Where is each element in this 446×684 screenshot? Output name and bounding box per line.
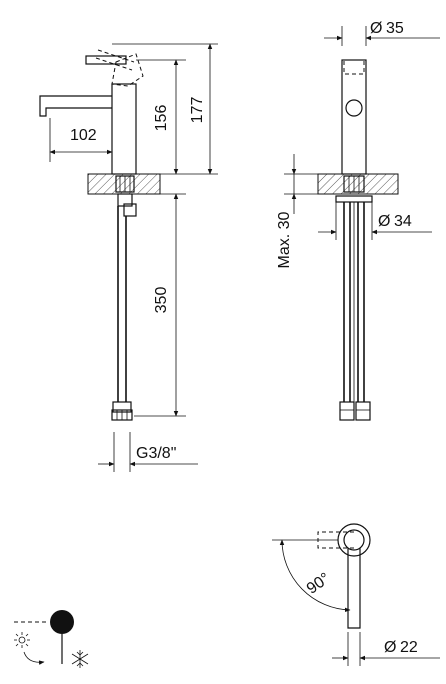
hot-cold-indicator bbox=[14, 610, 89, 668]
label-spout-reach: 102 bbox=[70, 127, 97, 144]
snowflake-icon bbox=[71, 650, 89, 668]
label-max-thickness: Max. 30 bbox=[276, 211, 293, 268]
countertop-side bbox=[317, 173, 399, 195]
rotation-arc bbox=[279, 539, 351, 613]
dimension-diameter-top: Ø 35 bbox=[324, 20, 440, 46]
tap-body-side bbox=[341, 59, 367, 175]
supply-hoses-side bbox=[339, 202, 371, 421]
dimension-total-height: 177 bbox=[112, 43, 218, 175]
label-total-height: 177 bbox=[189, 97, 206, 124]
knob-icon bbox=[50, 610, 74, 634]
lever-handle bbox=[85, 49, 144, 87]
dimension-thread: G3/8" bbox=[98, 432, 198, 472]
dimension-body-height: 156 bbox=[136, 59, 186, 175]
label-diameter-top: 35 bbox=[386, 20, 404, 37]
turn-arrow-icon bbox=[23, 651, 45, 665]
dimension-max-thickness: Max. 30 bbox=[276, 154, 318, 268]
rotation-view: 90° Ø 22 bbox=[272, 523, 440, 666]
dimension-hose-length: 350 bbox=[134, 193, 186, 417]
dimension-diameter-mid: Ø 34 bbox=[318, 202, 432, 240]
lever-top bbox=[347, 548, 361, 629]
dimension-spout-reach: 102 bbox=[49, 118, 113, 162]
front-view: 102 156 177 350 G3/8" bbox=[39, 43, 218, 472]
countertop-front bbox=[87, 173, 161, 195]
diameter-symbol-top: Ø bbox=[370, 20, 382, 37]
tap-body bbox=[111, 83, 137, 175]
diameter-symbol-bottom: Ø bbox=[384, 639, 396, 656]
label-diameter-mid: 34 bbox=[394, 213, 412, 230]
sun-icon bbox=[14, 632, 30, 648]
label-hose-length: 350 bbox=[153, 287, 170, 314]
dimension-diameter-bottom: Ø 22 bbox=[332, 632, 440, 666]
label-thread: G3/8" bbox=[136, 445, 176, 462]
side-view: Ø 35 Max. 30 Ø 34 bbox=[276, 20, 440, 421]
lever-hole bbox=[345, 99, 363, 117]
diameter-symbol-mid: Ø bbox=[378, 213, 390, 230]
tap-spout bbox=[39, 95, 112, 117]
label-rotation: 90° bbox=[304, 570, 334, 598]
supply-hose-front bbox=[111, 206, 133, 421]
label-body-height: 156 bbox=[153, 105, 170, 132]
label-diameter-bottom: 22 bbox=[400, 639, 418, 656]
